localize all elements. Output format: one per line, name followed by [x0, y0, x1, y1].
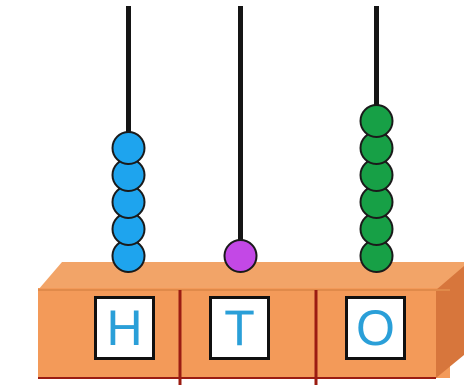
place-label-tens: T: [209, 296, 270, 360]
place-label-hundreds: H: [94, 296, 155, 360]
base-top-face: [38, 262, 464, 290]
bead-hundreds-5: [111, 131, 146, 165]
rod-tens: [238, 6, 243, 264]
place-label-ones: O: [345, 296, 406, 360]
bead-ones-6: [359, 104, 394, 138]
base-side-face: [436, 266, 464, 378]
bead-tens-1: [223, 239, 258, 273]
bead-layer: [111, 104, 394, 273]
